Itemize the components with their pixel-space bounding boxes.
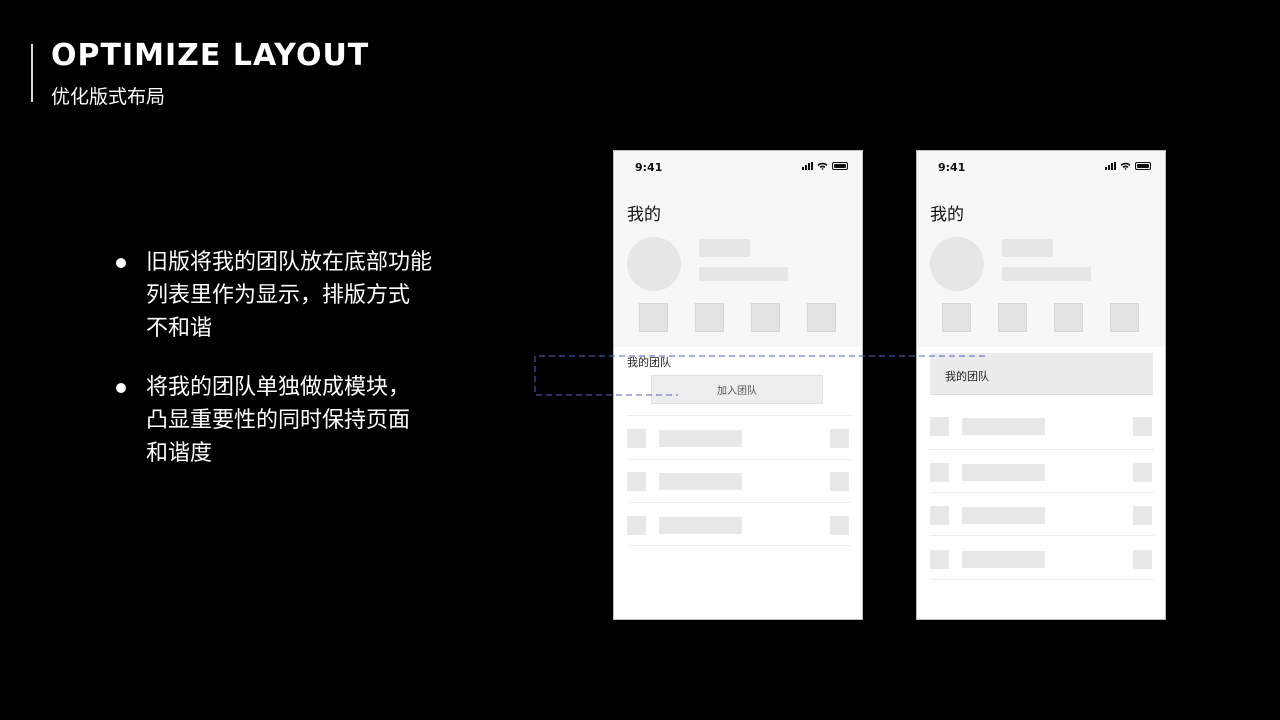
shortcut-placeholder <box>751 303 780 332</box>
list-row-icon <box>627 429 646 448</box>
row-divider <box>930 579 1154 580</box>
status-time: 9:41 <box>635 161 663 174</box>
username-placeholder <box>699 239 750 257</box>
row-divider <box>627 545 851 546</box>
row-divider <box>930 492 1154 493</box>
title-accent-bar <box>31 44 33 102</box>
battery-icon <box>1135 162 1151 170</box>
wifi-icon <box>1120 162 1131 170</box>
bullet-list: 旧版将我的团队放在底部功能 列表里作为显示，排版方式 不和谐 将我的团队单独做成… <box>112 246 492 496</box>
bullet-dot-icon <box>116 258 126 268</box>
shortcut-placeholder <box>695 303 724 332</box>
list-row-icon <box>930 550 949 569</box>
bullet-item: 旧版将我的团队放在底部功能 列表里作为显示，排版方式 不和谐 <box>112 246 492 345</box>
status-time: 9:41 <box>938 161 966 174</box>
list-row-icon <box>930 506 949 525</box>
list-row-arrow-icon <box>830 472 849 491</box>
list-row-arrow-icon <box>830 429 849 448</box>
battery-icon <box>832 162 848 170</box>
join-team-button[interactable]: 加入团队 <box>651 375 823 404</box>
bullet-line: 列表里作为显示，排版方式 <box>146 283 411 308</box>
list-row-label-placeholder <box>659 517 742 534</box>
list-row-icon <box>627 472 646 491</box>
team-module-label: 我的团队 <box>945 370 989 383</box>
list-row-icon <box>930 463 949 482</box>
shortcut-placeholder <box>1110 303 1139 332</box>
avatar <box>930 237 984 291</box>
old-layout-phone: 9:41 我的 我的团队 加入团队 <box>613 150 863 620</box>
shortcut-placeholder <box>639 303 668 332</box>
shortcut-placeholder <box>807 303 836 332</box>
bullet-line: 不和谐 <box>146 316 213 341</box>
page-title: OPTIMIZE LAYOUT <box>51 38 370 73</box>
list-row-label-placeholder <box>962 418 1045 435</box>
profile-page-heading: 我的 <box>627 205 661 225</box>
bullet-line: 旧版将我的团队放在底部功能 <box>146 250 433 275</box>
row-divider <box>930 535 1154 536</box>
bullet-item: 将我的团队单独做成模块， 凸显重要性的同时保持页面 和谐度 <box>112 371 492 470</box>
list-row-arrow-icon <box>1133 417 1152 436</box>
bullet-line: 和谐度 <box>146 441 213 466</box>
row-divider <box>930 449 1154 450</box>
list-row-label-placeholder <box>962 551 1045 568</box>
shortcut-placeholder <box>998 303 1027 332</box>
avatar <box>627 237 681 291</box>
cellular-signal-icon <box>1105 162 1116 170</box>
wifi-icon <box>817 162 828 170</box>
row-divider <box>627 415 851 416</box>
list-row-label-placeholder <box>962 507 1045 524</box>
list-row-arrow-icon <box>1133 506 1152 525</box>
row-divider <box>627 502 851 503</box>
user-info-placeholder <box>1002 267 1091 281</box>
shortcut-placeholder <box>1054 303 1083 332</box>
new-layout-phone: 9:41 我的 我的团队 <box>916 150 1166 620</box>
shortcut-placeholder <box>942 303 971 332</box>
status-icons <box>1105 162 1151 170</box>
row-divider <box>627 459 851 460</box>
team-section-label: 我的团队 <box>627 356 671 369</box>
list-row-arrow-icon <box>1133 550 1152 569</box>
list-row-arrow-icon <box>830 516 849 535</box>
profile-page-heading: 我的 <box>930 205 964 225</box>
list-row-arrow-icon <box>1133 463 1152 482</box>
list-row-icon <box>627 516 646 535</box>
page-subtitle: 优化版式布局 <box>51 86 166 108</box>
cellular-signal-icon <box>802 162 813 170</box>
status-icons <box>802 162 848 170</box>
list-row-label-placeholder <box>659 473 742 490</box>
username-placeholder <box>1002 239 1053 257</box>
team-module-card[interactable]: 我的团队 <box>930 353 1153 395</box>
bullet-dot-icon <box>116 383 126 393</box>
list-row-label-placeholder <box>659 430 742 447</box>
bullet-line: 将我的团队单独做成模块， <box>146 375 411 400</box>
list-row-icon <box>930 417 949 436</box>
user-info-placeholder <box>699 267 788 281</box>
bullet-line: 凸显重要性的同时保持页面 <box>146 408 411 433</box>
list-row-label-placeholder <box>962 464 1045 481</box>
